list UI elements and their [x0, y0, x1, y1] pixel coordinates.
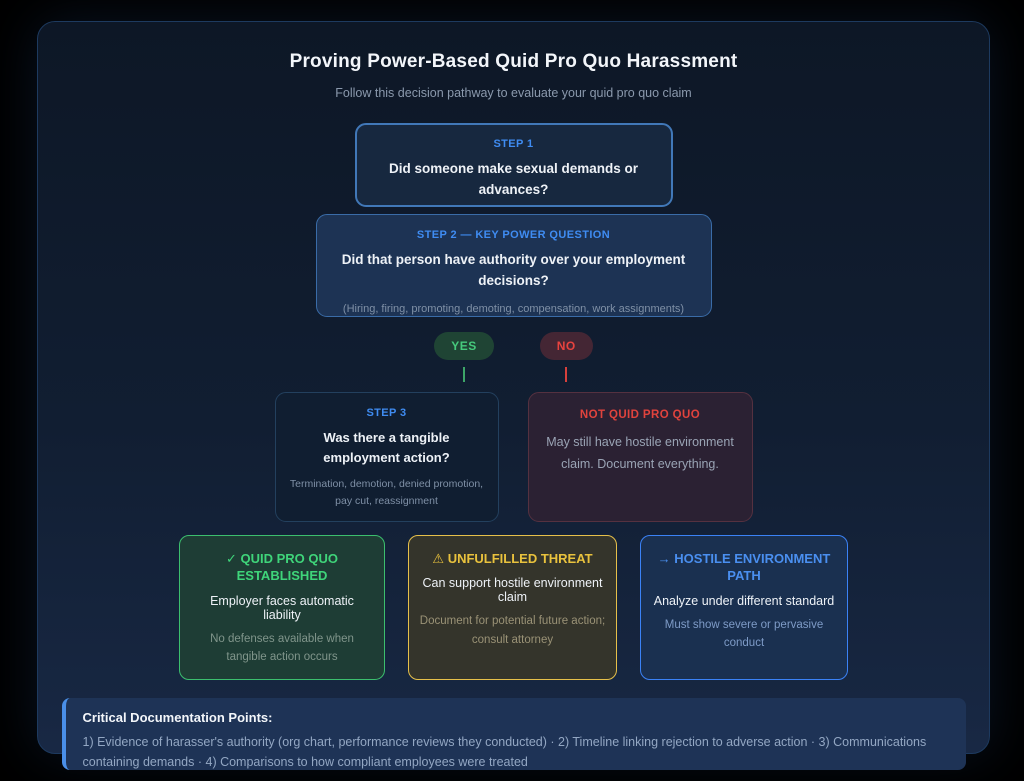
step2-label: STEP 2 — KEY POWER QUESTION	[416, 229, 611, 241]
yes-branch: YES	[434, 332, 494, 382]
step3-hint: Termination, demotion, denied promotion,…	[289, 478, 484, 507]
outcome-title-text: QUID PRO QUO ESTABLISHED	[236, 550, 339, 584]
outcome-body: Analyze under different standard	[653, 593, 835, 608]
outcome-title-text: HOSTILE ENVIRONMENT PATH	[674, 550, 831, 584]
outcome-title: ⚠ UNFULFILLED THREAT	[419, 550, 606, 568]
step2-hint: (Hiring, firing, promoting, demoting, co…	[342, 302, 685, 315]
step1-box: STEP 1 Did someone make sexual demands o…	[354, 123, 673, 207]
documentation-title: Critical Documentation Points:	[82, 709, 273, 725]
yes-branch-line	[462, 367, 465, 382]
branch-result-row: STEP 3 Was there a tangible employment a…	[274, 392, 753, 522]
no-branch-line	[565, 367, 568, 382]
outcome-title-text: UNFULFILLED THREAT	[447, 550, 593, 566]
decision-pathway-panel: Proving Power-Based Quid Pro Quo Harassm…	[37, 21, 990, 770]
arrow-right-icon: →	[657, 550, 671, 566]
not-quid-pro-quo-label: NOT QUID PRO QUO	[579, 409, 701, 421]
step1-label: STEP 1	[493, 138, 534, 150]
critical-documentation-box: Critical Documentation Points: 1) Eviden…	[61, 697, 966, 770]
step2-box: STEP 2 — KEY POWER QUESTION Did that per…	[315, 214, 712, 317]
outcomes-row: ✓ QUID PRO QUO ESTABLISHED Employer face…	[179, 534, 848, 680]
not-quid-pro-quo-box: NOT QUID PRO QUO May still have hostile …	[527, 392, 753, 522]
outcome-card-established: ✓ QUID PRO QUO ESTABLISHED Employer face…	[179, 534, 385, 680]
step1-question: Did someone make sexual demands or advan…	[388, 161, 639, 197]
outcome-title: → HOSTILE ENVIRONMENT PATH	[651, 550, 837, 585]
step3-box: STEP 3 Was there a tangible employment a…	[274, 392, 499, 522]
yes-pill: YES	[434, 332, 494, 360]
outcome-body: Can support hostile environment claim	[422, 576, 603, 605]
no-branch: NO	[539, 332, 593, 382]
decision-branches: YES NO	[434, 332, 593, 382]
outcome-note: Must show severe or pervasive conduct	[664, 618, 824, 650]
page-subtitle: Follow this decision pathway to evaluate…	[335, 86, 692, 100]
warning-icon: ⚠	[432, 550, 445, 566]
page-title: Proving Power-Based Quid Pro Quo Harassm…	[289, 51, 738, 72]
step3-label: STEP 3	[366, 407, 407, 419]
step2-question: Did that person have authority over your…	[341, 252, 686, 288]
not-quid-pro-quo-text: May still have hostile environment claim…	[546, 435, 734, 471]
outcome-title: ✓ QUID PRO QUO ESTABLISHED	[190, 550, 374, 585]
outcome-note: No defenses available when tangible acti…	[210, 632, 354, 664]
outcome-card-unfulfilled-threat: ⚠ UNFULFILLED THREAT Can support hostile…	[408, 534, 617, 680]
step3-question: Was there a tangible employment action?	[323, 430, 450, 466]
outcome-note: Document for potential future action; co…	[419, 615, 606, 646]
check-icon: ✓	[225, 550, 237, 566]
outcome-card-hostile-environment: → HOSTILE ENVIRONMENT PATH Analyze under…	[640, 534, 848, 680]
no-pill: NO	[539, 332, 593, 360]
outcome-body: Employer faces automatic liability	[210, 593, 354, 622]
documentation-body: 1) Evidence of harasser's authority (org…	[82, 734, 927, 769]
